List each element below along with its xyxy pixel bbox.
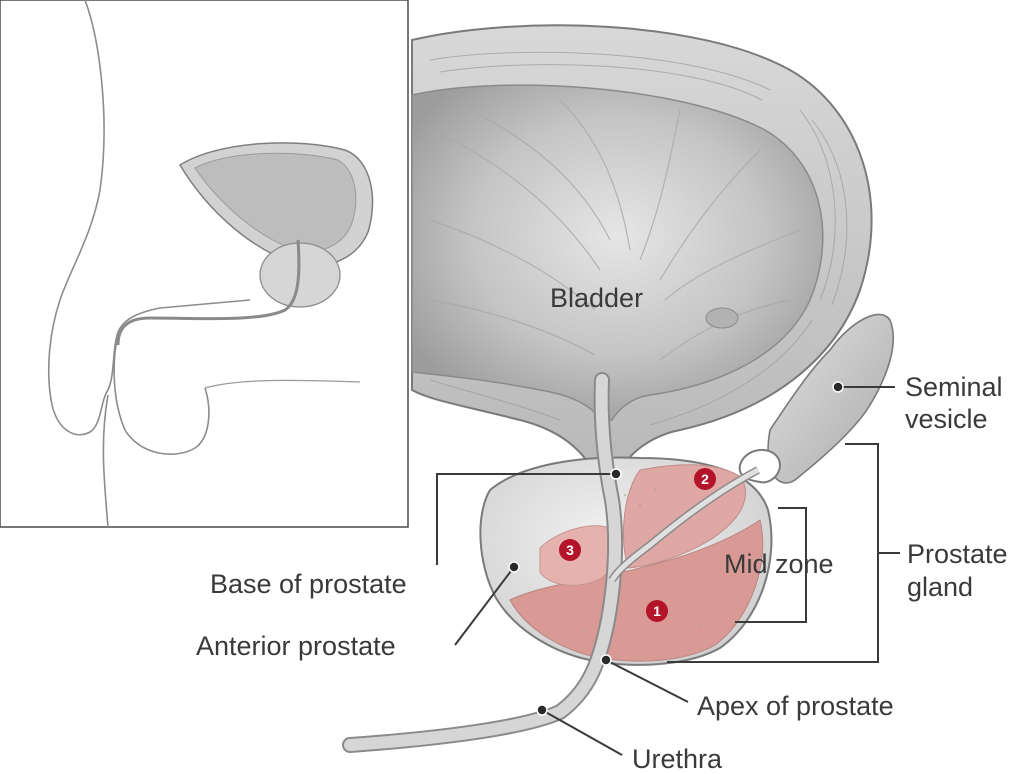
label-prostate-gland-line1: Prostate (907, 539, 1008, 569)
leader-urethra (542, 710, 622, 755)
inset-frame (0, 0, 408, 527)
label-anterior-prostate: Anterior prostate (196, 631, 396, 661)
label-seminal-vesicle-line1: Seminal (905, 372, 1003, 402)
zone-marker-2-label: 2 (701, 471, 709, 487)
leader-dot-seminal-vesicle (833, 382, 843, 392)
label-seminal-vesicle-line2: vesicle (905, 404, 988, 434)
label-mid-zone: Mid zone (724, 549, 834, 579)
leader-apex-of-prostate (606, 660, 688, 702)
label-bladder: Bladder (550, 283, 643, 313)
zone-marker-2: 2 (694, 468, 716, 490)
zone-marker-3-label: 3 (566, 542, 574, 558)
label-urethra: Urethra (632, 744, 723, 774)
zone-marker-1-label: 1 (653, 603, 661, 619)
label-base-of-prostate: Base of prostate (210, 569, 407, 599)
zone-marker-1: 1 (646, 600, 668, 622)
zone-marker-3: 3 (559, 539, 581, 561)
label-prostate-gland-line2: gland (907, 572, 973, 602)
ureteric-orifice (706, 308, 738, 328)
leader-dot-urethra (537, 705, 547, 715)
inset-side-view (0, 0, 408, 527)
leader-dot-apex-of-prostate (601, 655, 611, 665)
label-apex-of-prostate: Apex of prostate (697, 691, 894, 721)
leader-dot-anterior-prostate (509, 562, 519, 572)
leader-dot-base-of-prostate (611, 469, 621, 479)
